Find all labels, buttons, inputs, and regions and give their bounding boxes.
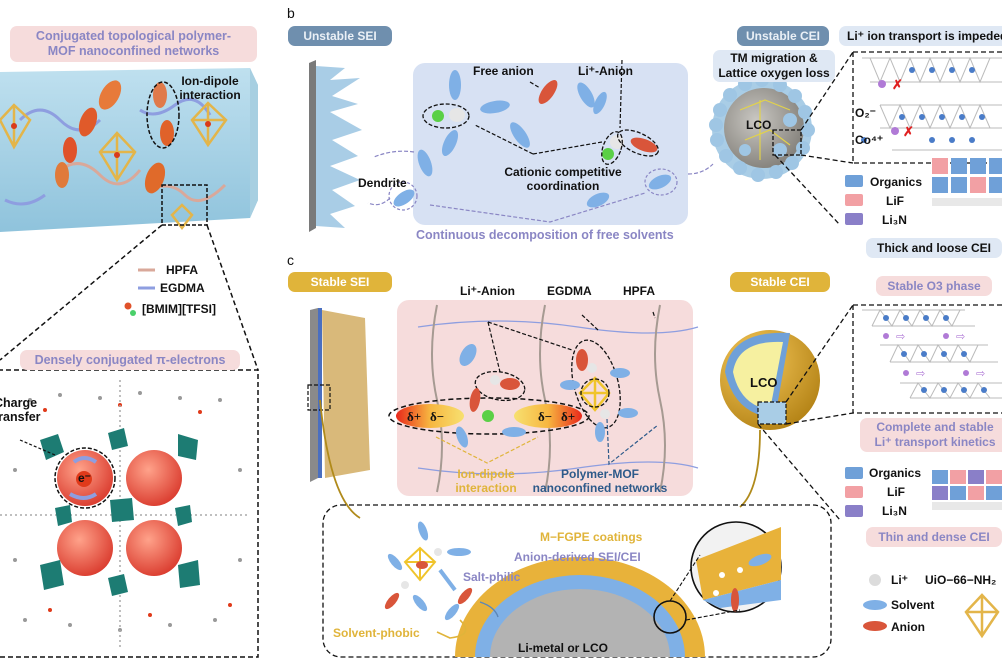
zoom-lines-c xyxy=(757,304,1002,521)
panel-a-title-line1: Conjugated topological polymer- xyxy=(35,29,232,43)
hpfa-label-c: HPFA xyxy=(623,284,656,298)
egdma-label-c: EGDMA xyxy=(547,284,592,298)
free-anion-label: Free anion xyxy=(473,64,534,78)
legend-anion: Anion xyxy=(891,620,925,634)
migration-arrow-icon: ⇨ xyxy=(896,330,905,343)
tm-migration-pill: TM migration & Lattice oxygen loss xyxy=(713,50,835,82)
stable-o3-pill: Stable O3 phase xyxy=(876,276,992,296)
anion-derived-label: Anion-derived SEI/CEI xyxy=(514,550,641,564)
legend-hpfa: HPFA xyxy=(166,263,199,277)
cei-legend-swatches-b xyxy=(845,175,863,225)
migration-arrow-icon: ⇨ xyxy=(916,367,925,380)
solvent-phobic-label: Solvent-phobic xyxy=(333,626,420,640)
sei-arrows xyxy=(474,59,623,155)
li-anion-label-c: Li⁺-Anion xyxy=(460,284,515,298)
lco-label-c: LCO xyxy=(750,375,778,390)
thin-dense-cei-layers xyxy=(932,470,1002,510)
legend-li3n-c: Li₃N xyxy=(882,504,907,518)
ion-dipole-label-c: Ion-dipole interaction xyxy=(455,467,517,495)
li-anion-label-b: Li⁺-Anion xyxy=(578,64,633,78)
ion-dipole-label-a: Ion-dipole interaction xyxy=(179,74,241,102)
blocked-x-icon: ✗ xyxy=(903,124,914,139)
legend-li-ion: Li⁺ xyxy=(891,573,908,587)
stable-lco-sphere xyxy=(720,330,820,508)
li-metal-lco-label: Li-metal or LCO xyxy=(518,641,609,655)
electron-label: e⁻ xyxy=(78,471,92,485)
mof-crystal-structure xyxy=(0,380,250,650)
polymer-mof-block xyxy=(0,68,258,232)
panel-letter-c: c xyxy=(287,252,294,268)
legend-lif-b: LiF xyxy=(886,194,904,208)
decomposition-arrows xyxy=(367,150,714,223)
salt-philic-label: Salt-philic xyxy=(463,570,521,584)
migration-arrow-icon: ⇨ xyxy=(976,367,985,380)
charge-transfer-label: Charge transfer xyxy=(0,396,41,424)
legend-lif-c: LiF xyxy=(887,485,905,499)
dendrite-electrode xyxy=(309,60,362,232)
continuous-decomposition-label: Continuous decomposition of free solvent… xyxy=(416,228,674,242)
panel-letter-b: b xyxy=(287,5,295,21)
mof-confined-cluster xyxy=(560,339,638,442)
thin-dense-cei-pill: Thin and dense CEI xyxy=(866,527,1002,547)
stable-cei-badge: Stable CEI xyxy=(730,272,830,292)
stable-sei-electrode xyxy=(307,308,370,519)
cationic-competitive-label: Cationic competitive coordination xyxy=(504,165,622,193)
panel-a-title-line2: MOF nanoconfined networks xyxy=(47,44,220,58)
interface-panel xyxy=(322,504,832,658)
migration-arrow-icon: ⇨ xyxy=(956,330,965,343)
zoom-lines-a xyxy=(0,224,259,658)
legend-organics-c: Organics xyxy=(869,466,922,480)
unstable-cei-badge: Unstable CEI xyxy=(737,26,829,46)
o2-label: O₂⁻ xyxy=(855,106,876,120)
delta-plus-right: δ+ xyxy=(561,409,576,424)
thick-loose-cei-pill: Thick and loose CEI xyxy=(866,238,1002,258)
unstable-lco-sphere xyxy=(709,73,815,182)
legend-solvent: Solvent xyxy=(891,598,935,612)
mfgpe-label: M−FGPE coatings xyxy=(540,530,643,544)
li-transport-impeded-pill: Li⁺ ion transport is impeded xyxy=(839,26,1002,46)
cei-legend-swatches-c xyxy=(845,467,863,517)
panel-a-title-pill: Conjugated topological polymer- MOF nano… xyxy=(10,26,257,62)
stable-sei-badge: Stable SEI xyxy=(288,272,392,292)
thick-loose-cei-layers xyxy=(932,158,1002,206)
complete-stable-pill: Complete and stable Li⁺ transport kineti… xyxy=(860,418,1002,452)
unstable-sei-badge: Unstable SEI xyxy=(288,26,392,46)
delta-plus-left: δ+ xyxy=(407,409,422,424)
legend-uio66-nh2: UiO−66−NH₂ xyxy=(925,573,997,587)
sei-solvation-box xyxy=(413,63,688,225)
delta-minus-left: δ− xyxy=(430,409,445,424)
sei-species xyxy=(388,70,678,211)
ion-dipole-cluster xyxy=(388,344,590,448)
polymer-mof-label: Polymer-MOF nanoconfined networks xyxy=(532,467,668,495)
conjugated-electrons-pill: Densely conjugated π-electrons xyxy=(20,350,240,370)
legend-li3n-b: Li₃N xyxy=(882,213,907,227)
blocked-x-icon: ✗ xyxy=(892,77,903,92)
delta-minus-right: δ− xyxy=(538,409,553,424)
legend-egdma: EGDMA xyxy=(160,281,205,295)
co4-label: Co⁴⁺ xyxy=(855,133,884,147)
dendrite-label: Dendrite xyxy=(358,176,407,190)
legend-organics-b: Organics xyxy=(870,175,923,189)
legend-bmim-tfsi: [BMIM][TFSI] xyxy=(142,302,216,316)
lco-label-b: LCO xyxy=(746,118,772,132)
disordered-lattice xyxy=(862,56,1002,151)
species-legend-glyphs xyxy=(863,574,1000,639)
